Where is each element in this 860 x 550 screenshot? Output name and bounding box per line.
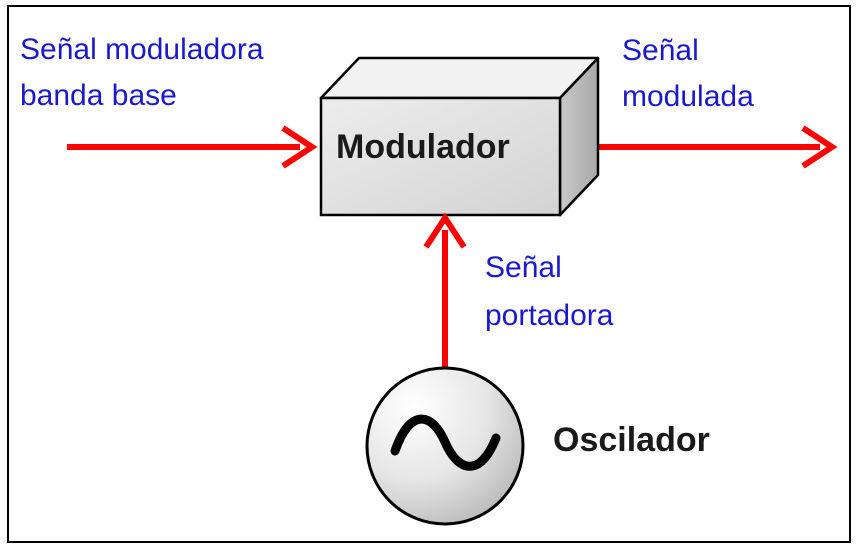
input-signal-label: Señal moduladora banda base <box>20 27 264 119</box>
modulator-box <box>319 56 600 217</box>
carrier-signal-label: Señal portadora <box>485 244 613 340</box>
oscillator <box>365 366 525 526</box>
carrier-arrow <box>423 212 467 368</box>
modulator-box-front <box>319 96 562 217</box>
modulator-box-top <box>319 56 600 100</box>
output-signal-label-line-2: modulada <box>622 80 754 113</box>
input-arrow <box>67 125 318 169</box>
input-signal-label-line-2: banda base <box>20 79 177 112</box>
input-signal-label-line-1: Señal moduladora <box>20 33 264 66</box>
modulator-label: Modulador <box>336 128 510 166</box>
carrier-signal-label-line-2: portadora <box>485 299 614 332</box>
carrier-signal-label-line-1: Señal <box>485 251 562 284</box>
output-arrow <box>585 125 838 169</box>
sine-wave-icon <box>390 414 501 471</box>
output-signal-label-line-1: Señal <box>622 34 699 67</box>
oscillator-label: Oscilador <box>553 421 710 459</box>
output-signal-label: Señal modulada <box>622 28 754 120</box>
